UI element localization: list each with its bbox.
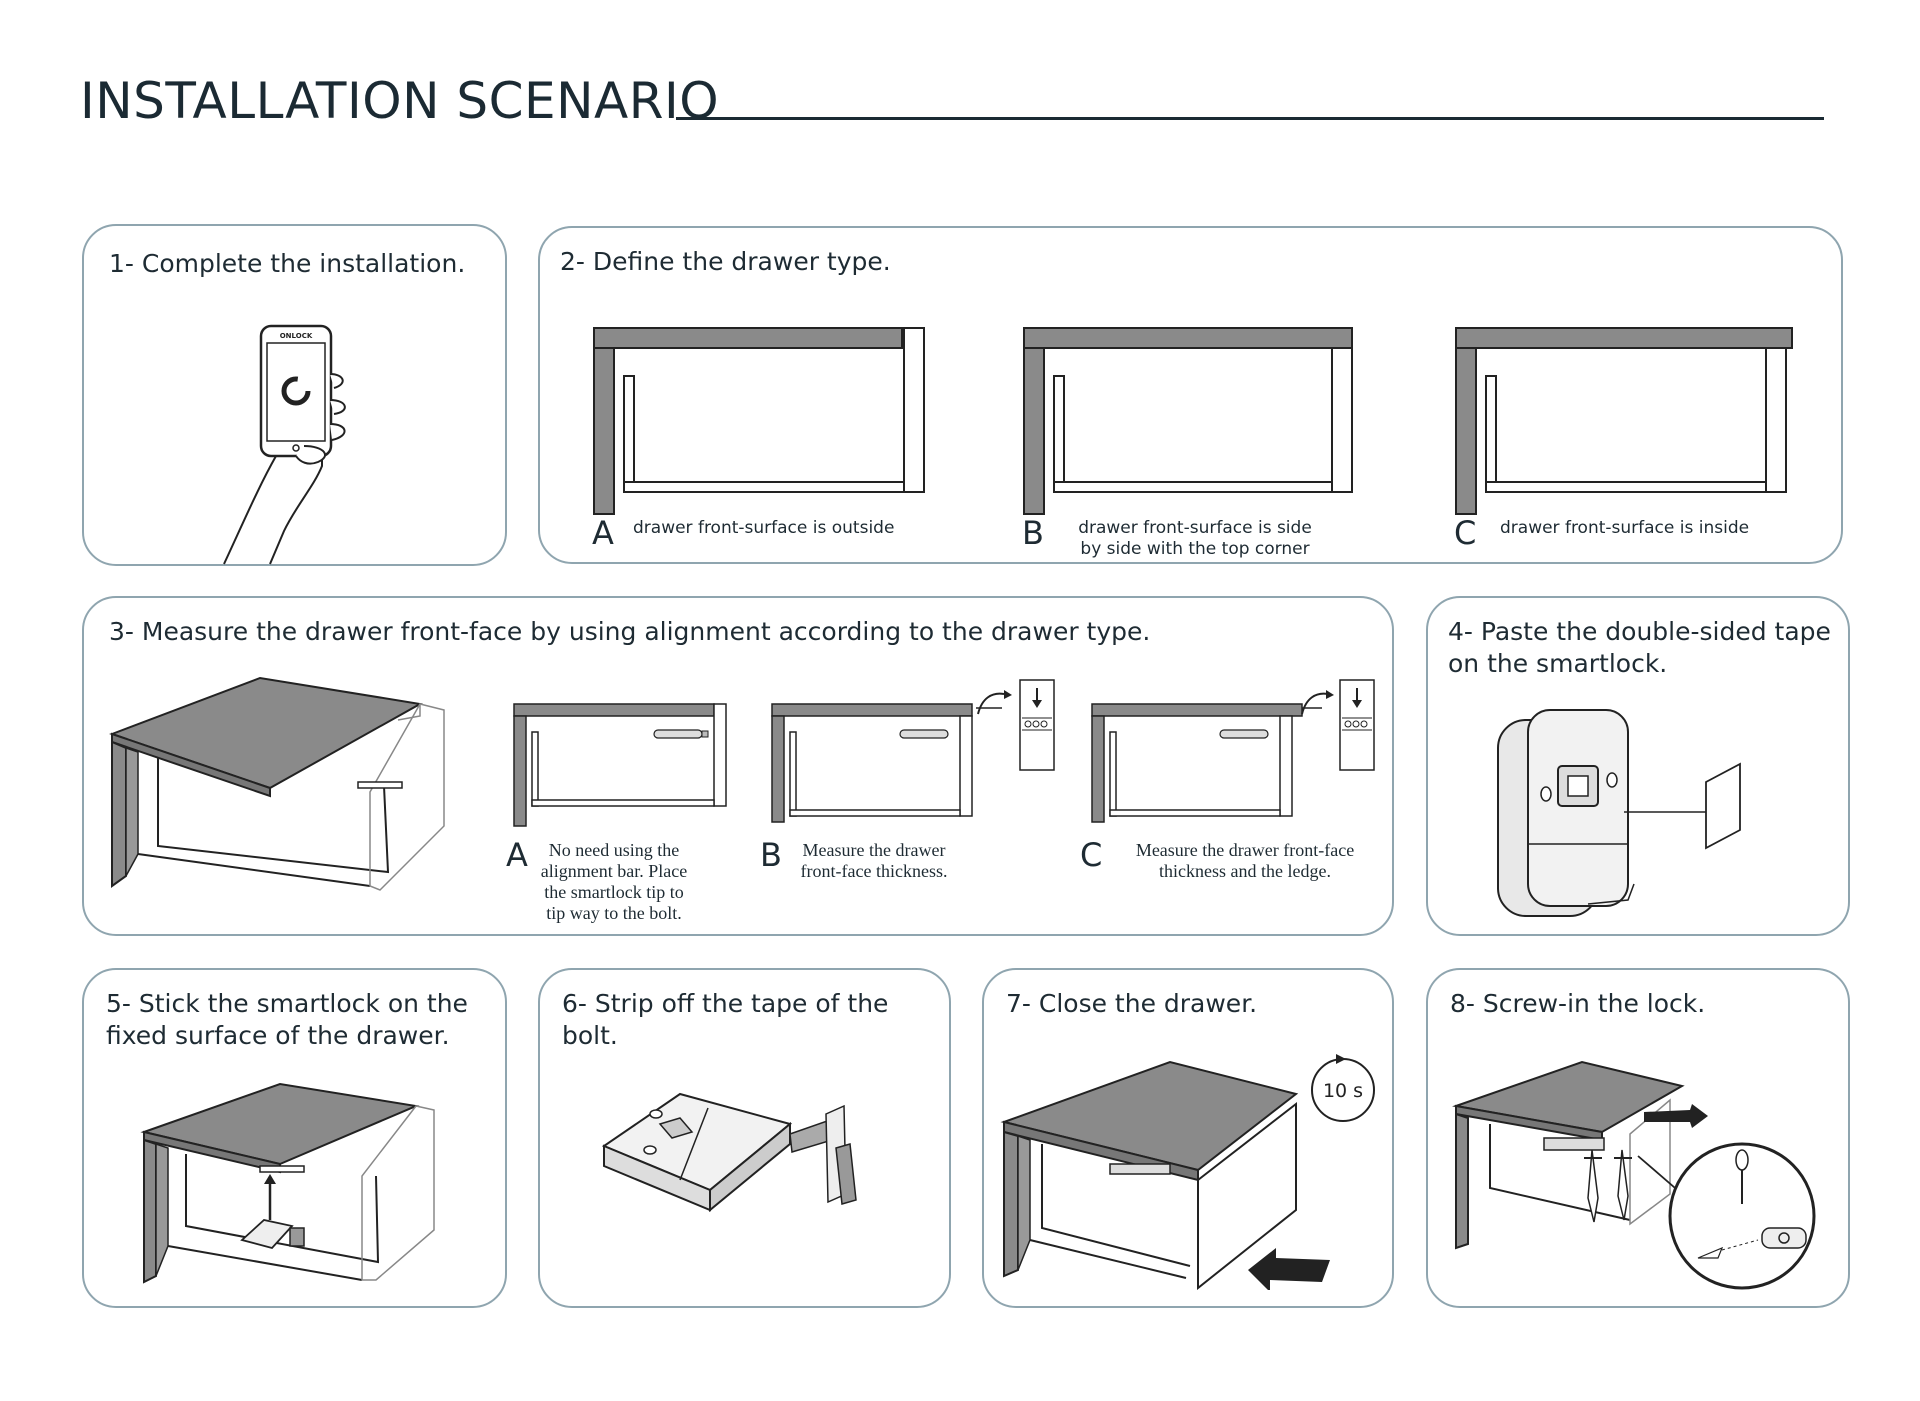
timer-label: 10 s (1323, 1080, 1363, 1102)
measure-type-b-letter: B (760, 836, 782, 874)
drawer-type-c-caption: drawer front-surface is inside (1500, 518, 1750, 538)
measure-type-b-diagram (771, 679, 1055, 823)
step-6-panel: 6- Strip off the tape of the bolt. (538, 968, 951, 1308)
screw-in-lock-illustration (1452, 1060, 1816, 1290)
drawer-type-a-caption: drawer front-surface is outside (633, 518, 895, 538)
phone-brand-text: ONLOCK (280, 332, 313, 340)
page-title: INSTALLATION SCENARIO (80, 72, 720, 130)
measure-type-b-caption: Measure the drawer front-face thickness. (800, 840, 948, 881)
step-3-panel: 3- Measure the drawer front-face by usin… (82, 596, 1394, 936)
step-4-label: 4- Paste the double-sided tape on the sm… (1448, 617, 1831, 678)
step-7-panel: 7- Close the drawer. 10 s (982, 968, 1394, 1308)
open-drawer-illustration (109, 676, 445, 891)
title-rule (676, 117, 1824, 120)
step-2-label: 2- Define the drawer type. (560, 247, 891, 276)
drawer-type-c-diagram (1455, 327, 1793, 515)
step-5-panel: 5- Stick the smartlock on the fixed surf… (82, 968, 507, 1308)
smartlock-with-tape-illustration (1497, 709, 1741, 917)
step-1-label: 1- Complete the installation. (109, 249, 466, 278)
measure-type-c-diagram (1091, 679, 1375, 823)
step-8-panel: 8- Screw-in the lock. (1426, 968, 1850, 1308)
drawer-type-a-letter: A (592, 514, 614, 552)
drawer-type-b-caption: drawer front-surface is side by side wit… (1078, 518, 1312, 559)
step-5-label: 5- Stick the smartlock on the fixed surf… (106, 989, 468, 1050)
close-drawer-illustration (1000, 1060, 1330, 1290)
measure-type-c-caption: Measure the drawer front-face thickness … (1135, 840, 1355, 881)
step-8-label: 8- Screw-in the lock. (1450, 989, 1706, 1018)
step-2-panel: 2- Define the drawer type. A drawer fron… (538, 226, 1843, 564)
drawer-type-a-diagram (593, 327, 925, 515)
step-4-panel: 4- Paste the double-sided tape on the sm… (1426, 596, 1850, 936)
stick-smartlock-illustration (140, 1082, 435, 1284)
measure-type-c-letter: C (1080, 836, 1103, 874)
drawer-type-b-letter: B (1022, 514, 1044, 552)
strip-tape-illustration (601, 1092, 857, 1213)
step-6-label: 6- Strip off the tape of the bolt. (562, 989, 889, 1050)
step-3-label: 3- Measure the drawer front-face by usin… (109, 617, 1151, 646)
hand-holding-phone-illustration: ONLOCK (223, 324, 346, 565)
measure-type-a-letter: A (506, 836, 528, 874)
drawer-type-b-diagram (1023, 327, 1353, 515)
measure-type-a-diagram (513, 703, 727, 827)
step-1-panel: 1- Complete the installation. ONLOCK (82, 224, 507, 566)
step-7-label: 7- Close the drawer. (1006, 989, 1258, 1018)
measure-type-a-caption: No need using the alignment bar. Place t… (540, 840, 688, 923)
timer-icon: 10 s (1311, 1054, 1375, 1122)
drawer-type-c-letter: C (1454, 514, 1477, 552)
